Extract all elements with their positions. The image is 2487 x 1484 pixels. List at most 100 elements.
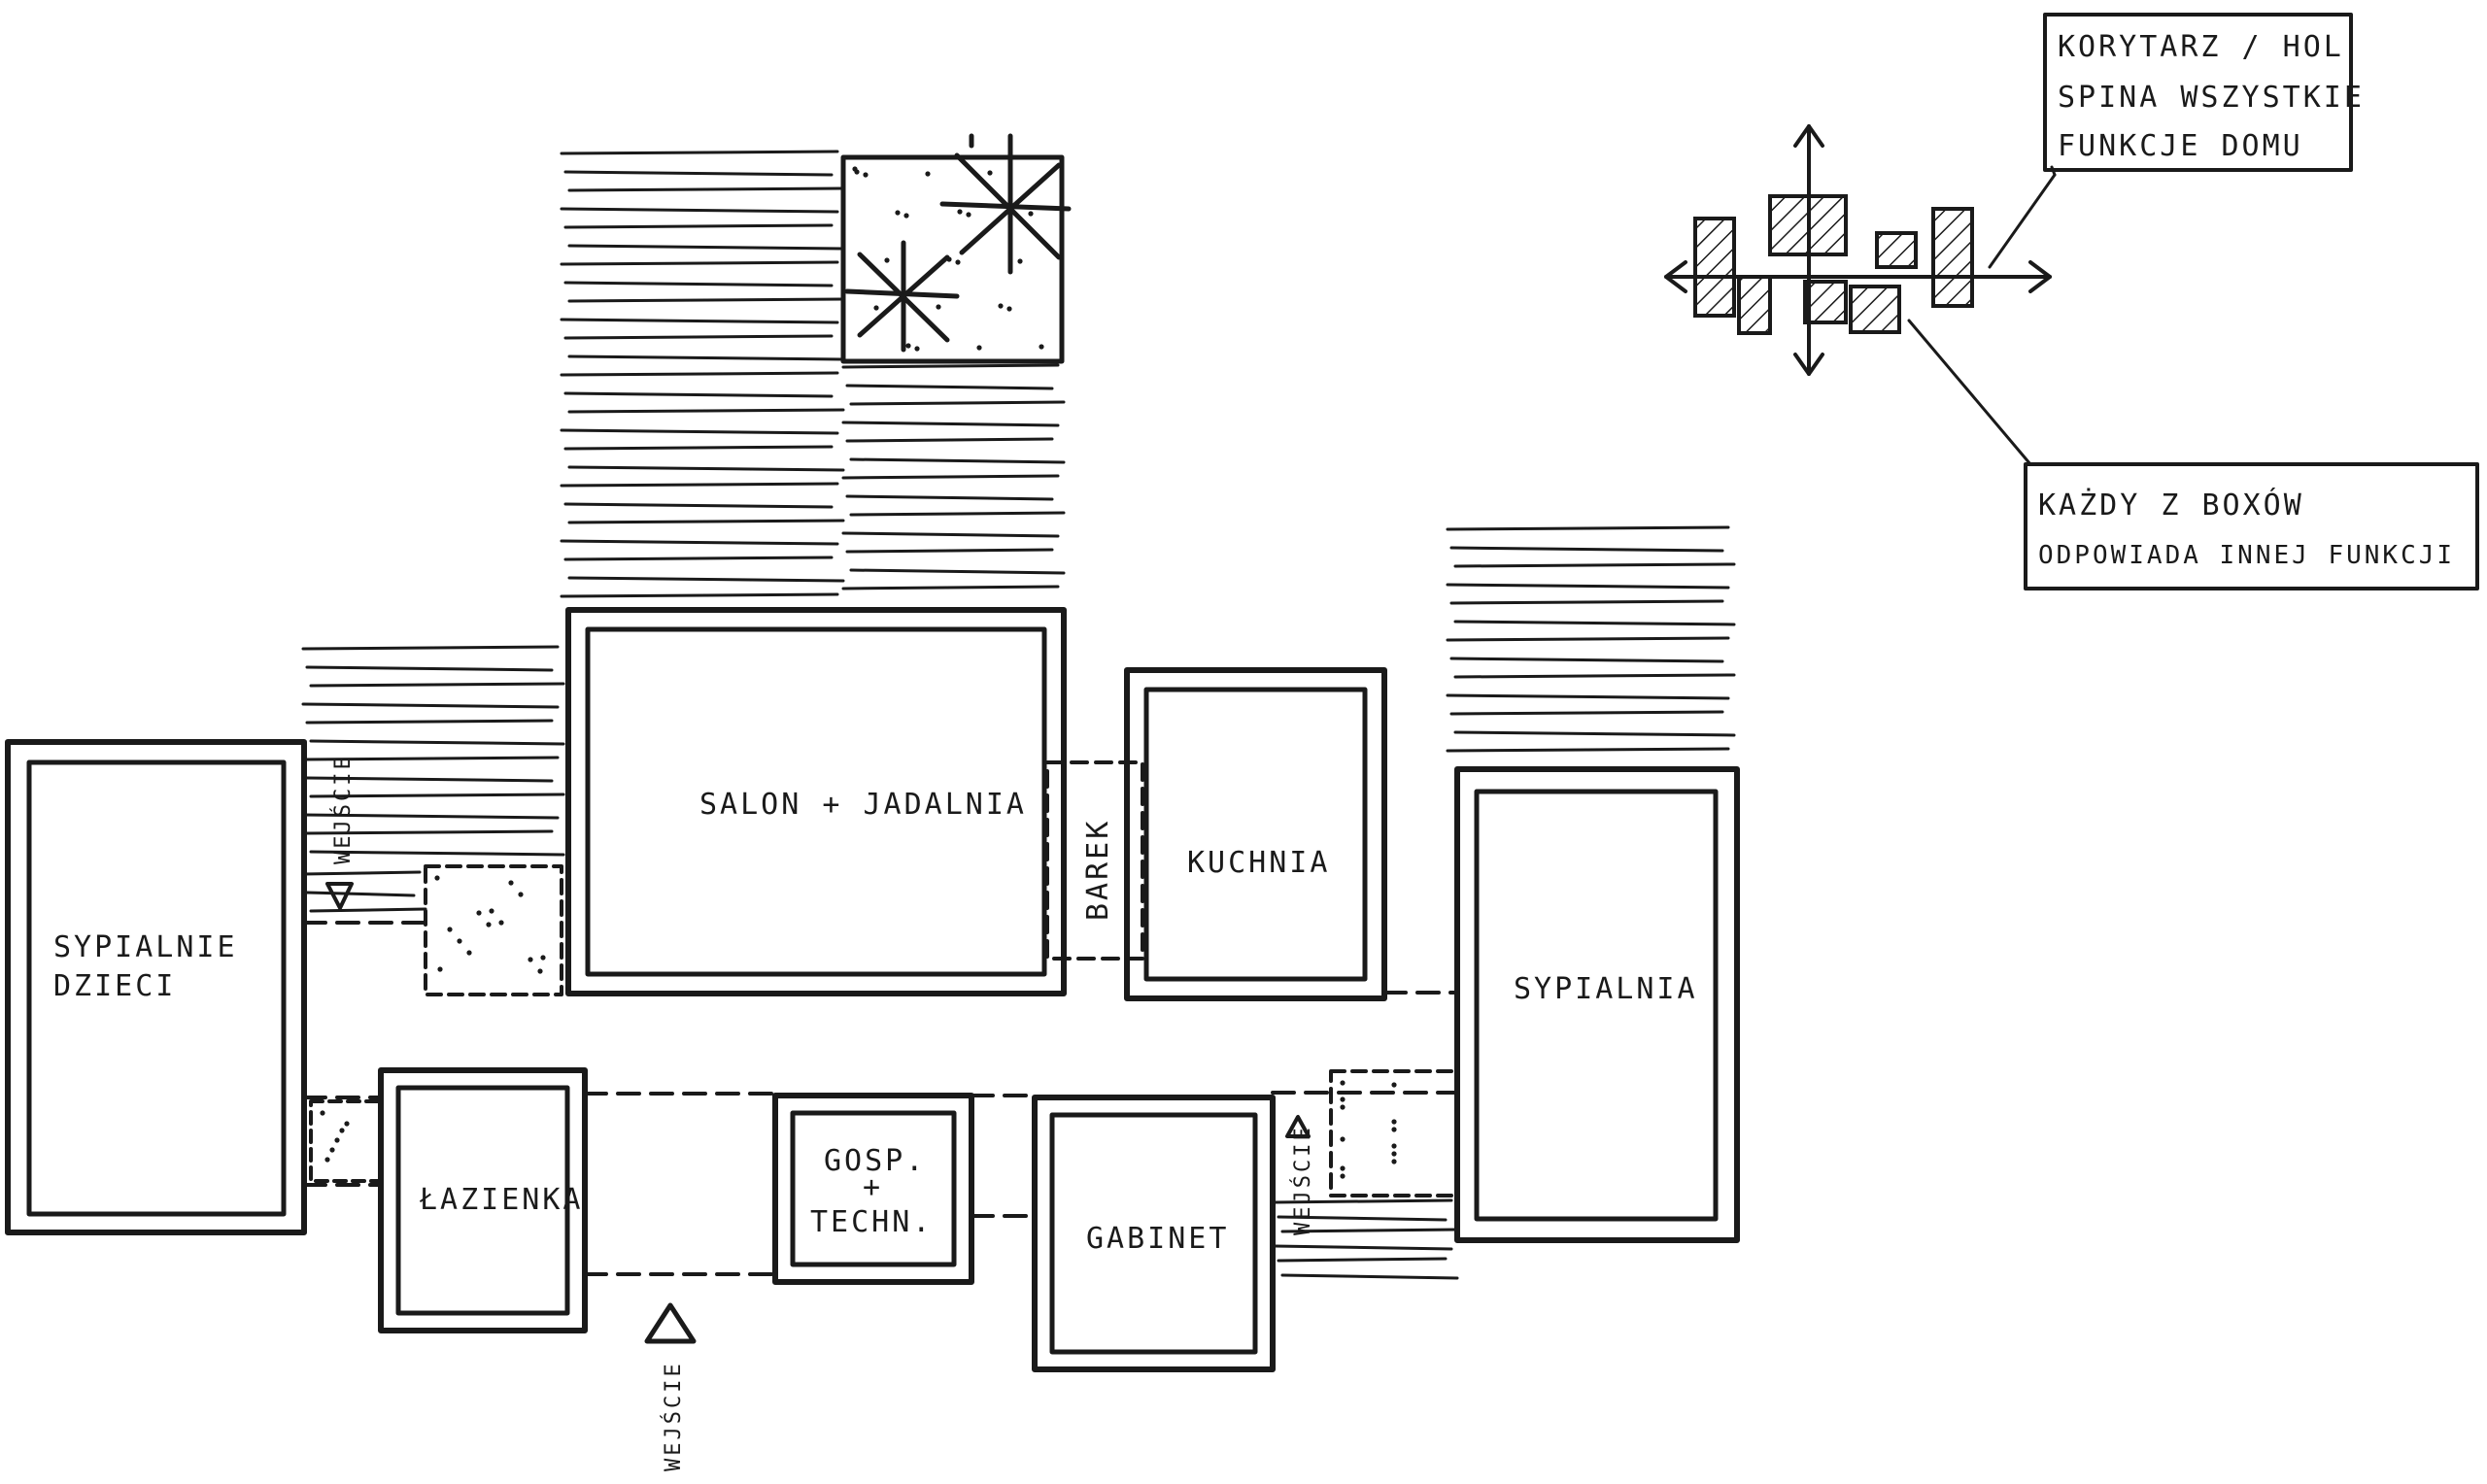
room-barek <box>1045 760 1144 961</box>
note-corridor-line2: SPINA WSZYSTKIE <box>2058 81 2365 115</box>
garden-dot <box>508 880 514 886</box>
garden-dot <box>863 172 869 178</box>
garden-dot <box>1391 1159 1397 1164</box>
note-corridor-line1: KORYTARZ / HOL <box>2058 30 2344 64</box>
garden-dot <box>998 303 1004 309</box>
garden-dot <box>1391 1151 1397 1157</box>
tree-icon <box>844 240 960 353</box>
garden-dot <box>903 213 909 219</box>
garden-dot <box>447 927 453 932</box>
note-box-boxes <box>2024 462 2479 590</box>
garden-dot <box>518 892 524 897</box>
garden-dot <box>895 210 901 216</box>
garden-dot <box>1391 1082 1397 1088</box>
garden-dot <box>925 171 931 177</box>
garden-dot <box>466 950 472 956</box>
garden-dot <box>873 305 879 311</box>
note-boxes-line2: ODPOWIADA INNEJ FUNKCJI <box>2038 541 2455 570</box>
garden-dot <box>324 1157 330 1163</box>
garden-right <box>1329 1069 1459 1197</box>
terrace-left <box>301 645 565 857</box>
label-entry-right: WEJŚCIE <box>1290 1125 1315 1235</box>
note-boxes-line1: KAŻDY Z BOXÓW <box>2038 487 2304 523</box>
garden-left <box>424 864 563 996</box>
label-barek: BAREK <box>1081 819 1115 921</box>
note-corridor-line3: FUNKCJE DOMU <box>2058 129 2303 163</box>
axis-arrow-icon <box>1664 260 1687 293</box>
garden-dot <box>1391 1143 1397 1149</box>
axis-arrow-icon <box>1793 124 1824 148</box>
garden-dot <box>329 1147 335 1153</box>
garden-dot <box>437 966 443 972</box>
garden-dot <box>1340 1165 1346 1171</box>
garden-dot <box>955 259 961 265</box>
garden-dot <box>540 955 546 961</box>
garden-dot <box>457 938 462 944</box>
garden-dot <box>976 345 982 351</box>
label-techn: TECHN. <box>810 1205 933 1239</box>
garden-dot <box>1340 1080 1346 1086</box>
room-sypialnie-dzieci <box>5 739 307 1235</box>
label-gosp-plus: + <box>863 1170 883 1204</box>
garden-dot <box>936 304 941 310</box>
garden-dot <box>498 920 504 926</box>
garden-dot <box>486 922 492 928</box>
label-sypialnia: SYPIALNIA <box>1514 972 1698 1006</box>
garden-dot <box>914 346 920 352</box>
terraces <box>301 150 1736 1280</box>
terrace-right <box>1446 525 1736 753</box>
garden-dot <box>957 209 963 215</box>
room-lazienka <box>378 1067 588 1333</box>
garden-dot <box>528 957 533 962</box>
label-entry-main: WEJŚCIE <box>661 1361 686 1471</box>
rooms <box>5 607 1740 1372</box>
label-salon-jadalnia: SALON + JADALNIA <box>699 788 1027 822</box>
garden-dot <box>434 875 440 881</box>
tree-icon <box>939 133 1072 275</box>
garden-dot <box>1340 1096 1346 1102</box>
garden-dot <box>854 169 860 175</box>
label-lazienka: ŁAZIENKA <box>419 1183 584 1217</box>
garden-dot <box>966 212 971 218</box>
concept-diagram <box>1664 13 2479 590</box>
label-kuchnia: KUCHNIA <box>1187 846 1330 880</box>
room-salon-jadalnia <box>565 607 1067 996</box>
garden-dot <box>1391 1119 1397 1125</box>
garden-dot <box>339 1128 345 1133</box>
garden-dot <box>1391 1127 1397 1132</box>
terrace-gabinet <box>1273 1198 1459 1280</box>
terrace-top-right <box>841 363 1066 590</box>
garden-dot <box>905 343 911 349</box>
label-entry-left: WEJŚCIE <box>330 754 356 864</box>
garden-dot <box>334 1137 340 1143</box>
label-sypialnie: SYPIALNIE <box>53 930 238 964</box>
garden-dot <box>1340 1173 1346 1179</box>
entry-arrow-icon <box>325 882 354 910</box>
axis-arrow-icon <box>2028 260 2052 293</box>
garden-dot <box>476 910 482 916</box>
garden-small-left <box>309 1099 383 1183</box>
room-gosp-techn <box>772 1093 974 1285</box>
entry-arrow-icon <box>1285 1115 1311 1138</box>
room-kuchnia <box>1124 667 1387 1001</box>
garden-dot <box>1028 211 1034 217</box>
entry-arrow-icon <box>644 1302 697 1344</box>
garden-dot <box>1340 1104 1346 1110</box>
note-box-corridor <box>2043 13 2353 172</box>
garden-dot <box>1039 344 1044 350</box>
room-sypialnia <box>1454 766 1740 1243</box>
axis-arrow-icon <box>1793 353 1824 376</box>
label-dzieci: DZIECI <box>53 969 176 1003</box>
garden-dot <box>884 257 890 263</box>
room-gabinet <box>1032 1095 1276 1372</box>
terrace-top-left <box>560 150 845 598</box>
garden-dot <box>320 1110 325 1116</box>
garden-top <box>840 154 1065 364</box>
garden-dot <box>1340 1136 1346 1142</box>
garden-dot <box>489 908 494 914</box>
corridor-lines <box>302 921 1459 1276</box>
garden-dot <box>1017 258 1023 264</box>
garden-dot <box>344 1121 350 1127</box>
